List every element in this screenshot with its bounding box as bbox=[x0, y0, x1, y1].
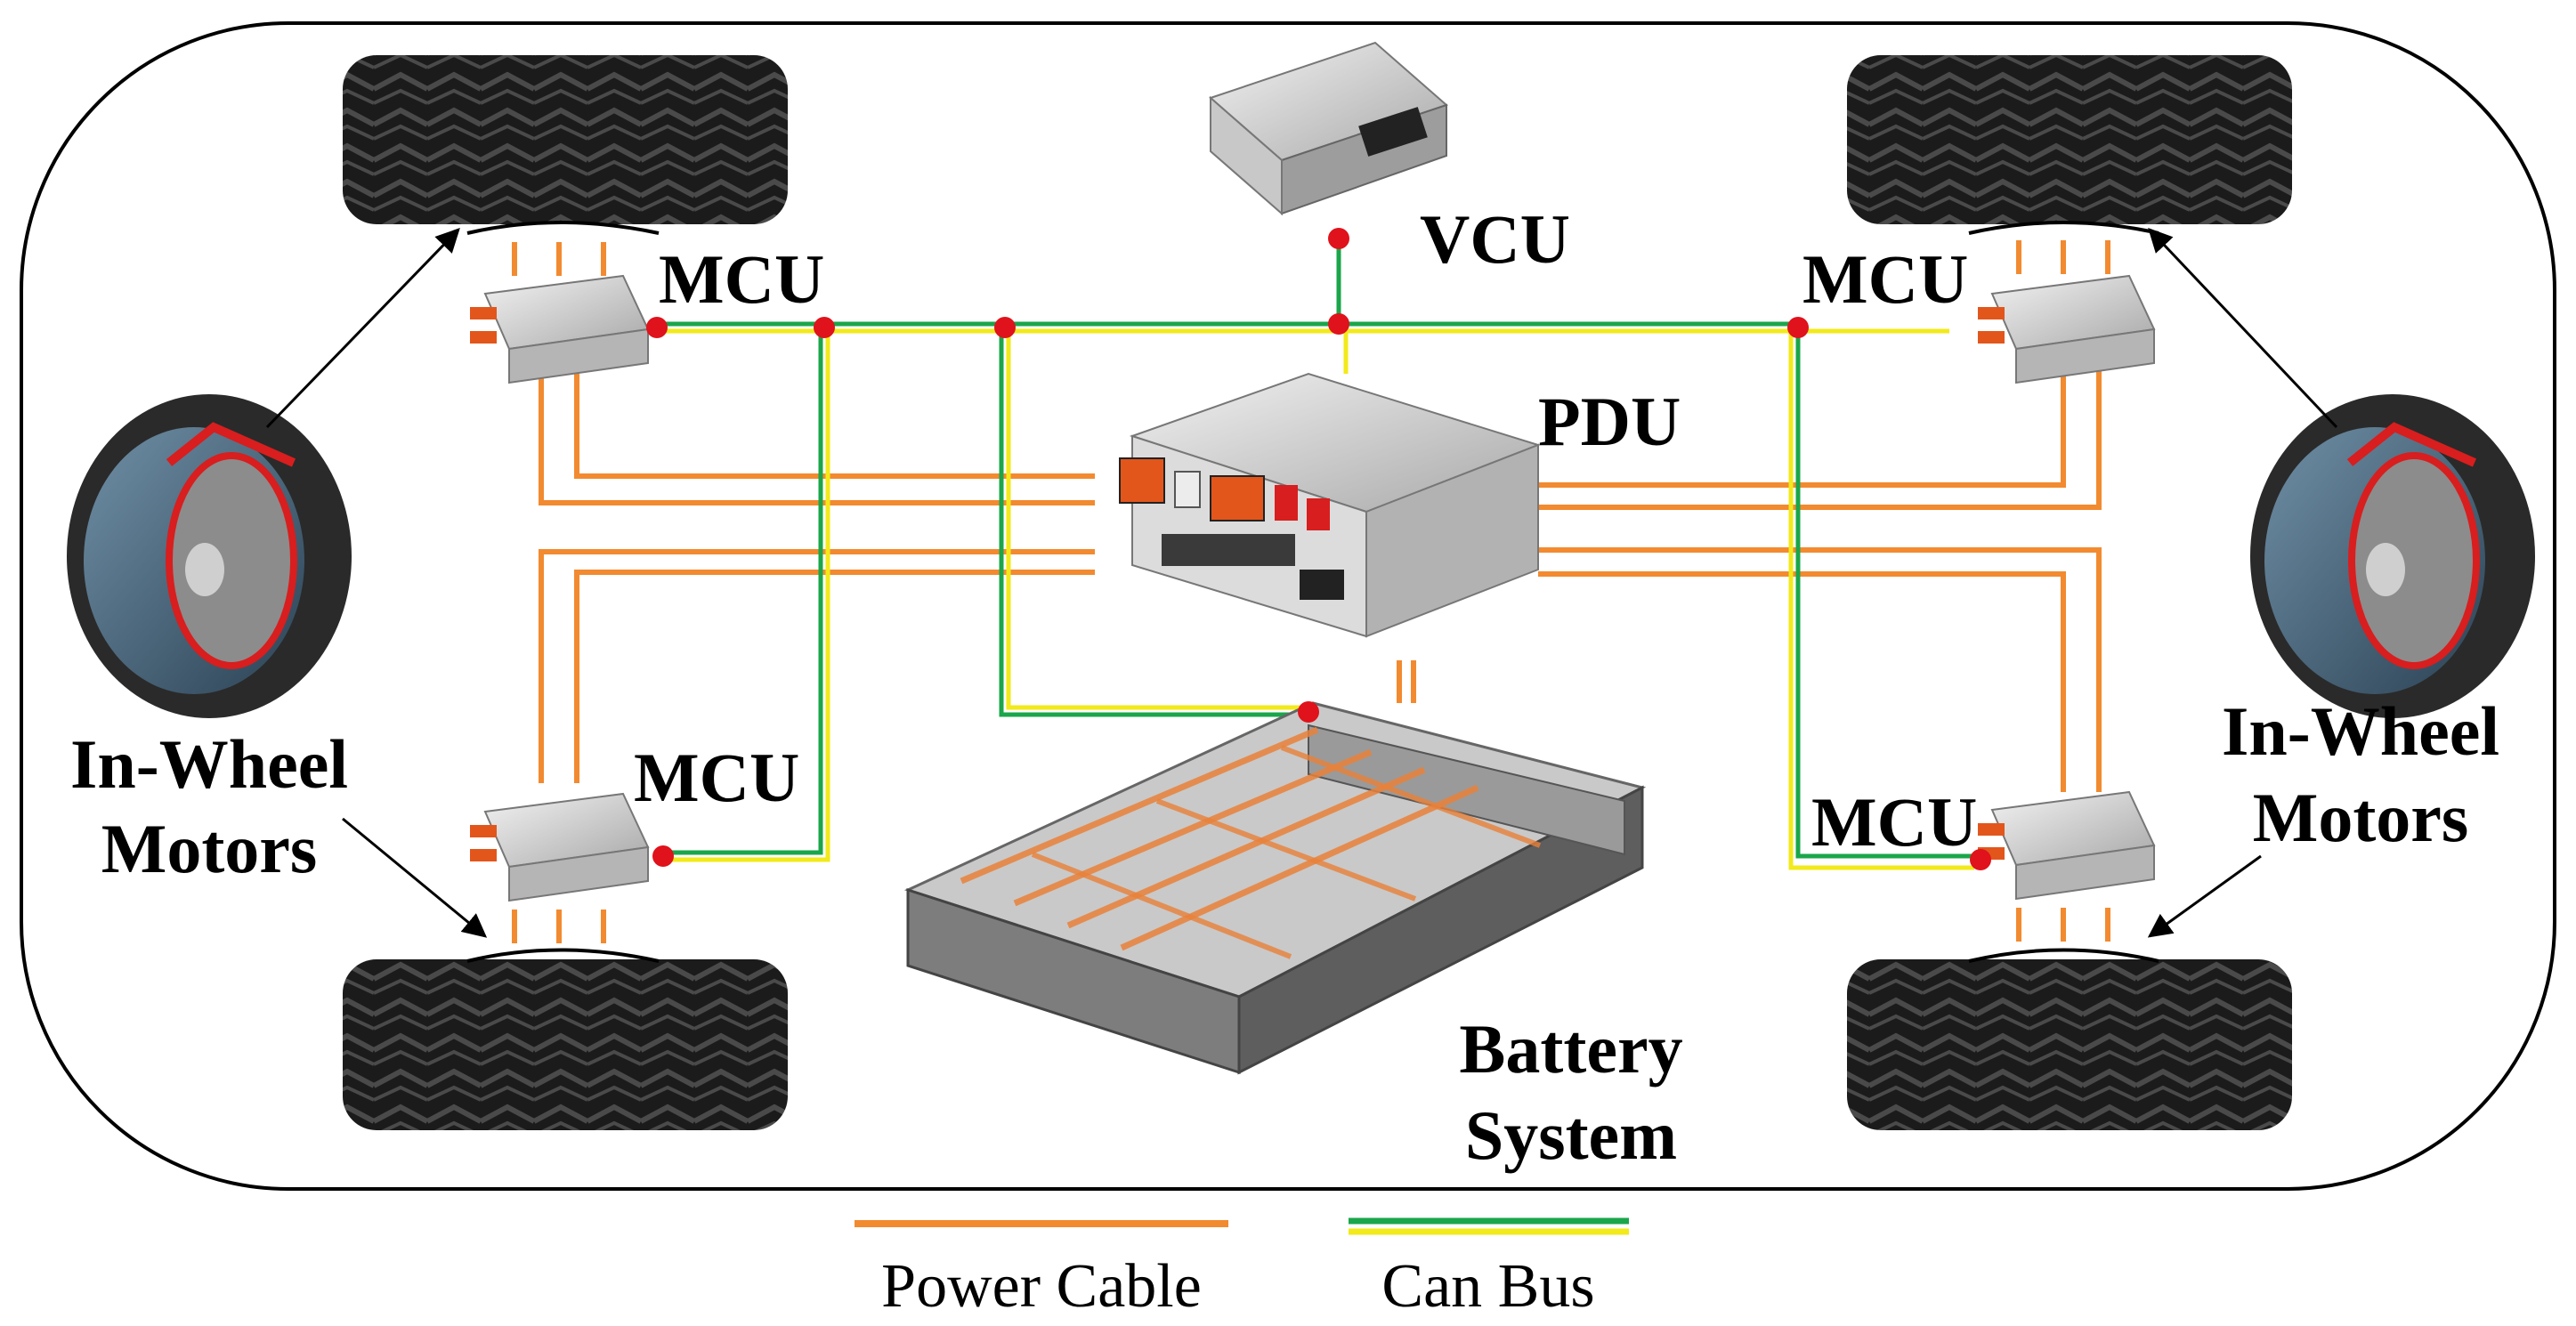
mcu-unit-rear-left bbox=[470, 792, 650, 902]
pdu-label: PDU bbox=[1538, 383, 1681, 460]
in-wheel-motor-left bbox=[67, 394, 352, 718]
can-node bbox=[1787, 317, 1809, 338]
can-node bbox=[1328, 228, 1349, 249]
in-wheel-motor-right bbox=[2250, 394, 2535, 718]
battery-label-line1: Battery bbox=[1459, 1010, 1682, 1087]
motors-label-left-line1: In-Wheel bbox=[70, 725, 348, 803]
mcu-label-rear-left: MCU bbox=[634, 739, 799, 816]
vcu-unit bbox=[1209, 41, 1448, 216]
vcu-label: VCU bbox=[1420, 200, 1570, 278]
motors-label-right-line2: Motors bbox=[2253, 779, 2469, 856]
tire-front-left bbox=[343, 55, 788, 235]
mcu-unit-front-right bbox=[1978, 274, 2156, 384]
mcu-label-rear-right: MCU bbox=[1811, 783, 1977, 861]
tire-rear-left bbox=[343, 948, 788, 1130]
can-node bbox=[1298, 701, 1319, 723]
can-bus bbox=[657, 240, 1974, 870]
can-node bbox=[652, 845, 674, 867]
legend-power-cable-label: Power Cable bbox=[881, 1252, 1202, 1321]
arrows bbox=[265, 228, 2338, 938]
mcu-label-front-right: MCU bbox=[1802, 240, 1968, 318]
motors-label-left-line2: Motors bbox=[101, 810, 318, 887]
battery-label-line2: System bbox=[1465, 1096, 1677, 1174]
can-node bbox=[994, 317, 1016, 338]
battery-pack bbox=[903, 701, 1647, 1075]
tire-rear-right bbox=[1847, 948, 2292, 1130]
pdu-unit bbox=[1119, 372, 1542, 638]
legend: Power Cable Can Bus bbox=[855, 1217, 1629, 1321]
can-nodes bbox=[646, 228, 1991, 870]
mcu-unit-rear-right bbox=[1978, 790, 2156, 901]
can-node bbox=[1328, 313, 1349, 335]
power-cables bbox=[512, 240, 2110, 943]
mcu-unit-front-left bbox=[470, 274, 650, 384]
legend-can-bus-swatch bbox=[1349, 1217, 1629, 1235]
can-node bbox=[1970, 849, 1991, 870]
vehicle-outline bbox=[20, 21, 2556, 1191]
can-node bbox=[646, 317, 668, 338]
tire-front-right bbox=[1847, 55, 2292, 235]
legend-can-bus-label: Can Bus bbox=[1381, 1252, 1594, 1321]
motors-label-right-line1: In-Wheel bbox=[2222, 692, 2499, 770]
mcu-label-front-left: MCU bbox=[659, 240, 824, 318]
can-node bbox=[814, 317, 835, 338]
